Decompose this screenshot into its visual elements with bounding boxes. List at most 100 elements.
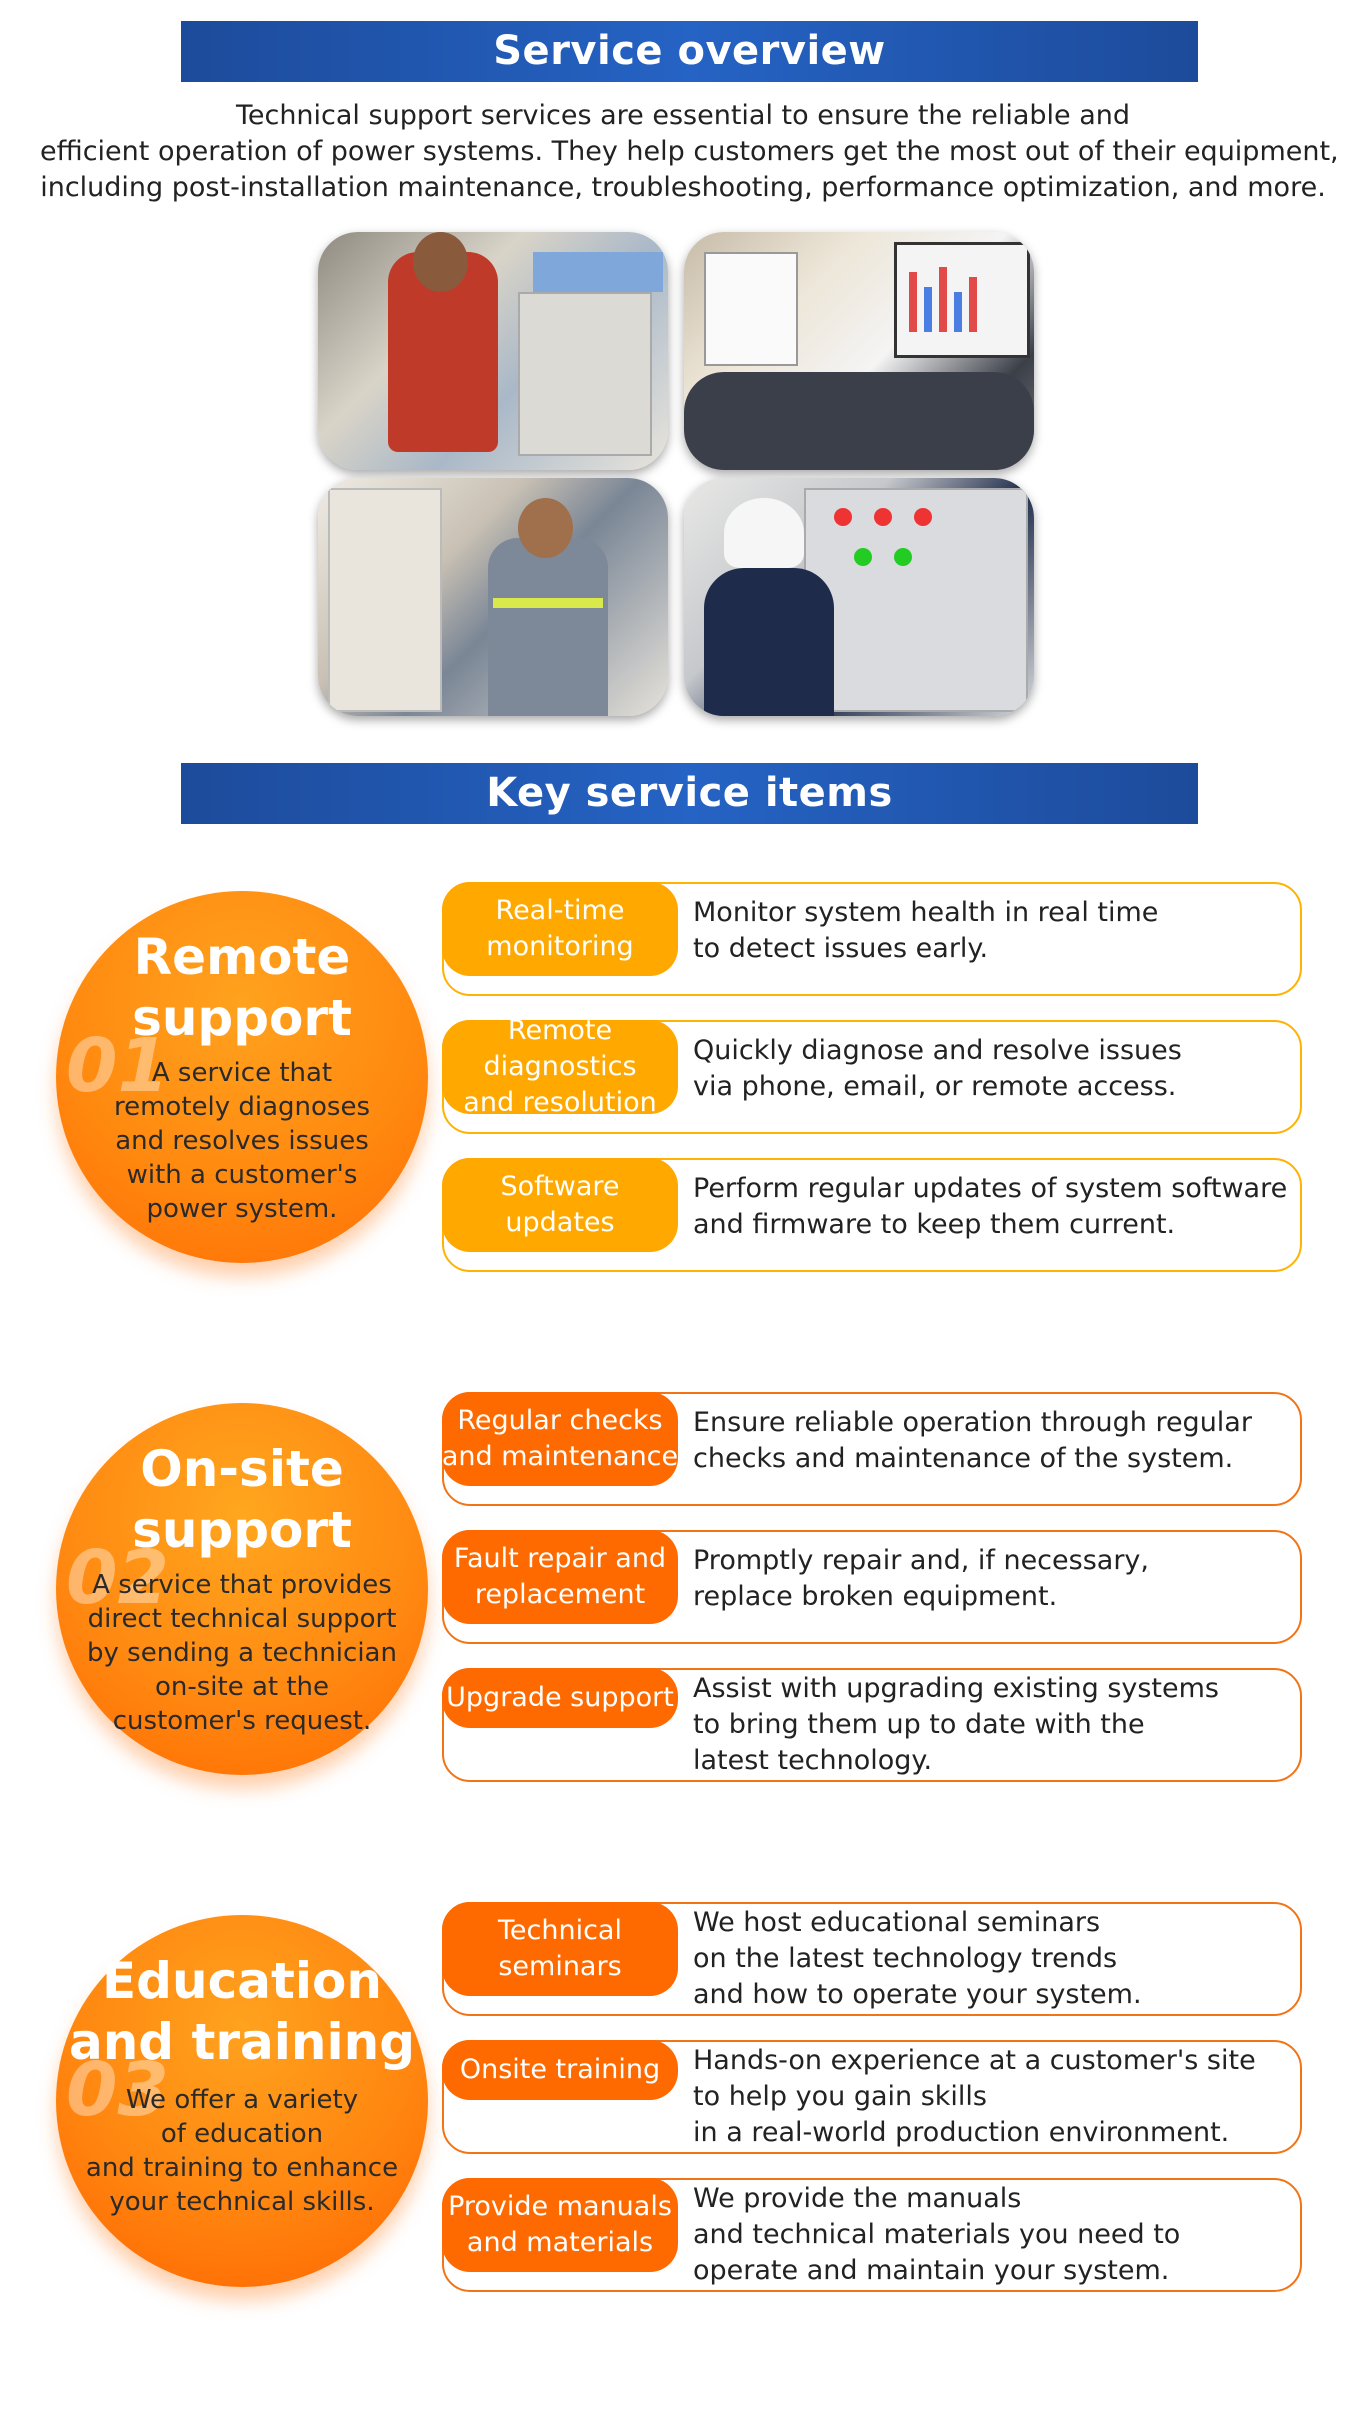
desc-line: Promptly repair and, if necessary, <box>693 1545 1149 1576</box>
desc-line: and technical materials you need to <box>693 2219 1181 2250</box>
service-item-tag: Upgrade support <box>442 1668 678 1728</box>
tag-line: updates <box>505 1207 615 1238</box>
section-title: Education and training <box>56 1951 428 2073</box>
desc-line: Quickly diagnose and resolve issues <box>693 1035 1182 1066</box>
desc-line: replace broken equipment. <box>693 1581 1058 1612</box>
section-desc-line: and resolves issues <box>115 1126 369 1156</box>
service-item-description: Monitor system health in real time to de… <box>693 884 1158 978</box>
desc-line: operate and maintain your system. <box>693 2255 1170 2286</box>
tag-line: Software <box>500 1171 620 1202</box>
tag-line: and resolution <box>463 1087 657 1118</box>
section-title-line: On-site <box>140 1440 344 1498</box>
photo-technician-panel <box>318 478 668 716</box>
desc-line: Monitor system health in real time <box>693 897 1159 928</box>
section-number: 01 <box>66 1023 169 1109</box>
tag-line: Upgrade support <box>446 1682 674 1713</box>
service-overview-banner: Service overview <box>181 21 1198 82</box>
section-circle-remote-support: 01 Remote support A service that remotel… <box>56 891 428 1263</box>
section-number: 03 <box>66 2047 169 2133</box>
desc-line: Assist with upgrading existing systems <box>693 1673 1219 1704</box>
section-desc-line: power system. <box>146 1194 338 1224</box>
photo-engineer-inspection <box>318 232 668 470</box>
section-title-line: Remote <box>133 928 351 986</box>
section-title-line: and training <box>68 2013 416 2071</box>
desc-line: Ensure reliable operation through regula… <box>693 1407 1252 1438</box>
service-item-onsite-training: Onsite training Hands-on experience at a… <box>442 2040 1302 2154</box>
service-item-upgrade-support: Upgrade support Assist with upgrading ex… <box>442 1668 1302 1782</box>
service-item-description: We provide the manuals and technical mat… <box>693 2180 1180 2290</box>
service-item-description: Promptly repair and, if necessary, repla… <box>693 1532 1149 1626</box>
tag-line: seminars <box>498 1951 622 1982</box>
tag-line: Remote <box>507 1015 613 1046</box>
service-item-description: Perform regular updates of system softwa… <box>693 1160 1287 1254</box>
section-circle-education-training: 03 Education and training We offer a var… <box>56 1915 428 2287</box>
intro-text: Technical support services are essential… <box>40 98 1339 206</box>
section-title: On-site support <box>56 1439 428 1561</box>
tag-line: Fault repair and <box>453 1543 667 1574</box>
section-description: We offer a variety of education and trai… <box>56 2083 428 2219</box>
section-circle-on-site-support: 02 On-site support A service that provid… <box>56 1403 428 1775</box>
tag-line: and materials <box>466 2227 654 2258</box>
tag-line: Technical <box>498 1915 622 1946</box>
section-desc-line: and training to enhance <box>85 2153 399 2183</box>
tag-line: replacement <box>474 1579 646 1610</box>
service-item-tag: Remote diagnostics and resolution <box>442 1015 678 1118</box>
desc-line: latest technology. <box>693 1745 933 1776</box>
desc-line: and firmware to keep them current. <box>693 1209 1176 1240</box>
tag-line: monitoring <box>486 931 634 962</box>
service-overview-title: Service overview <box>493 28 886 74</box>
photo-switchboard-engineer <box>684 478 1034 716</box>
key-service-items-title: Key service items <box>486 770 893 816</box>
tag-line: Provide manuals <box>448 2191 672 2222</box>
desc-line: We provide the manuals <box>693 2183 1022 2214</box>
tag-line: Regular checks <box>457 1405 663 1436</box>
service-item-tag: Provide manuals and materials <box>442 2178 678 2272</box>
service-item-regular-checks: Regular checks and maintenance Ensure re… <box>442 1392 1302 1506</box>
desc-line: on the latest technology trends <box>693 1943 1118 1974</box>
section-number: 02 <box>66 1535 169 1621</box>
service-item-remote-diagnostics: Remote diagnostics and resolution Quickl… <box>442 1015 1302 1134</box>
service-item-tag: Onsite training <box>442 2040 678 2100</box>
tag-line: diagnostics <box>483 1051 637 1082</box>
section-title-line: support <box>132 989 352 1047</box>
section-description: A service that provides direct technical… <box>56 1568 428 1738</box>
section-desc-line: with a customer's <box>126 1160 358 1190</box>
section-desc-line: A service that provides <box>92 1570 392 1600</box>
desc-line: We host educational seminars <box>693 1907 1101 1938</box>
desc-line: in a real-world production environment. <box>693 2117 1230 2148</box>
service-item-description: Ensure reliable operation through regula… <box>693 1394 1252 1488</box>
desc-line: Perform regular updates of system softwa… <box>693 1173 1288 1204</box>
intro-line: efficient operation of power systems. Th… <box>40 136 1339 167</box>
section-desc-line: your technical skills. <box>109 2187 375 2217</box>
service-item-tag: Technical seminars <box>442 1902 678 1996</box>
section-desc-line: We offer a variety <box>125 2085 359 2115</box>
section-desc-line: A service that <box>151 1058 333 1088</box>
tag-line: Onsite training <box>459 2054 661 2085</box>
service-item-fault-repair: Fault repair and replacement Promptly re… <box>442 1530 1302 1644</box>
service-item-tag: Fault repair and replacement <box>442 1530 678 1624</box>
service-item-description: Assist with upgrading existing systems t… <box>693 1670 1219 1780</box>
service-item-software-updates: Software updates Perform regular updates… <box>442 1158 1302 1272</box>
section-title: Remote support <box>56 927 428 1049</box>
section-desc-line: remotely diagnoses <box>113 1092 371 1122</box>
key-service-items-banner: Key service items <box>181 763 1198 824</box>
tag-line: Real-time <box>495 895 625 926</box>
section-desc-line: of education <box>160 2119 324 2149</box>
section-description: A service that remotely diagnoses and re… <box>56 1056 428 1226</box>
section-title-line: Education <box>102 1952 382 2010</box>
service-item-description: We host educational seminars on the late… <box>693 1904 1142 2014</box>
desc-line: and how to operate your system. <box>693 1979 1142 2010</box>
service-item-manuals-materials: Provide manuals and materials We provide… <box>442 2178 1302 2292</box>
section-title-line: support <box>132 1501 352 1559</box>
service-item-technical-seminars: Technical seminars We host educational s… <box>442 1902 1302 2016</box>
desc-line: Hands-on experience at a customer's site <box>693 2045 1256 2076</box>
service-item-real-time-monitoring: Real-time monitoring Monitor system heal… <box>442 882 1302 996</box>
section-desc-line: by sending a technician <box>87 1638 397 1668</box>
desc-line: to help you gain skills <box>693 2081 987 2112</box>
section-desc-line: customer's request. <box>112 1706 372 1736</box>
desc-line: via phone, email, or remote access. <box>693 1071 1177 1102</box>
desc-line: to detect issues early. <box>693 933 989 964</box>
service-item-tag: Real-time monitoring <box>442 882 678 976</box>
intro-line: including post-installation maintenance,… <box>40 172 1326 203</box>
service-item-description: Hands-on experience at a customer's site… <box>693 2042 1256 2152</box>
